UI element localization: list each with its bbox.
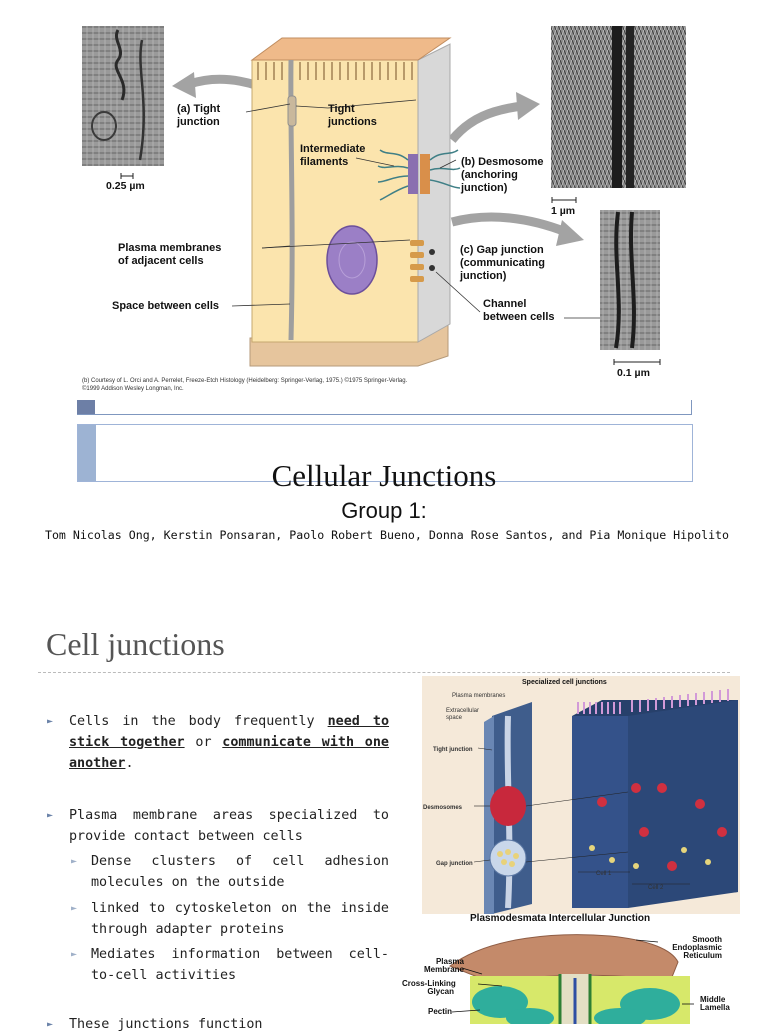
bullet-arrow-icon: ► [47,1019,54,1030]
fig2-label-pectin: Pectin [427,1007,452,1016]
decorative-square [77,400,95,414]
fig1-label-cell1: Cell 1 [596,871,612,877]
slide-cellular-junctions: (a) Tight junction Tight junctions Inter… [44,26,730,542]
sub-bullet-text: Dense clusters of cell adhesion molecule… [91,854,389,890]
scale-label-a: 0.25 µm [106,180,145,192]
sub-bullet-arrow-icon: ► [71,856,78,867]
scale-label-b: 1 µm [551,205,576,217]
epithelial-cell-block [249,37,461,367]
sub-bullet-item: ► Mediates information between cell-to-c… [71,944,389,986]
sub-bullet-text: linked to cytoskeleton on the inside thr… [91,901,389,937]
bullet-item: ► Cells in the body frequently need to s… [47,711,390,774]
decorative-bar [77,400,692,415]
specialized-junctions-figure [422,676,740,914]
bullet-arrow-icon: ► [47,810,54,821]
label-intermediate-filaments: Intermediate filaments [300,143,366,168]
slide-title: Cellular Junctions [271,458,497,493]
gap-junction-channels [410,240,435,282]
fig2-label-glycan: Cross-Linking Glycan [402,979,456,996]
bullet1-emphasis-1: need to stick together [69,714,390,750]
label-tight-junction: (a) Tight junction [177,103,221,128]
sub-bullet-item: ► linked to cytoskeleton on the inside t… [71,898,389,940]
author-list: Tom Nicolas Ong, Kerstin Ponsaran, Paolo… [44,528,730,542]
label-desmosome: (b) Desmosome (anchoring junction) [461,156,544,194]
bullet-arrow-icon: ► [47,716,54,727]
fig1-label-desmosomes: Desmosomes [423,805,463,811]
fig2-title: Plasmodesmata Intercellular Junction [470,913,651,924]
fig1-label-cell2: Cell 2 [648,885,664,891]
bullet2-text: Plasma membrane areas specialized to pro… [69,808,389,844]
label-tight-junctions: Tight junctions [328,103,377,128]
label-channel-between-cells: Channel between cells [483,298,555,323]
fig1-label-tight-junction: Tight junction [433,747,473,753]
bullet3-text: These junctions function [69,1017,263,1032]
title-divider [38,672,730,673]
sub-bullet-arrow-icon: ► [71,903,78,914]
bullet1-emphasis-2: communicate with one another [69,735,389,771]
bullet1-text-mid: or [184,735,223,750]
fig1-label-plasma-membranes: Plasma membranes [452,693,506,699]
figure-credit-line-2: ©1999 Addison Wesley Longman, Inc. [82,386,184,392]
bullet1-text-end: . [125,756,134,771]
label-plasma-membranes: Plasma membranes of adjacent cells [118,242,222,267]
plasmodesmata-figure [448,934,694,1024]
title-box [77,424,693,482]
sub-bullet-item: ► Dense clusters of cell adhesion molecu… [71,851,389,893]
bullet-item: ► Plasma membrane areas specialized to p… [47,805,389,847]
title-box-accent [78,425,96,481]
label-space-between-cells: Space between cells [112,300,219,312]
figure-credit-line-1: (b) Courtesy of L. Orci and A. Perrelet,… [82,378,408,384]
label-gap-junction: (c) Gap junction (communicating junction… [460,244,545,282]
desmosome-plaque [377,149,461,201]
fig1-label-extracellular-space: Extracellular space [446,708,480,721]
fig1-title: Specialized cell junctions [522,679,607,686]
sub-bullet-text: Mediates information between cell-to-cel… [91,947,389,983]
slide2-title: Cell junctions [46,626,225,662]
sub-bullet-arrow-icon: ► [71,949,78,960]
nucleus [326,225,378,295]
bullet-item: ► These junctions function [47,1014,389,1035]
bullet1-text-start: Cells in the body frequently [69,714,328,729]
slide-subtitle: Group 1: [341,498,427,523]
fig2-label-smooth-er: Smooth Endoplasmic Reticulum [672,935,722,960]
scale-label-c: 0.1 µm [617,367,650,379]
fig1-label-gap-junction: Gap junction [436,861,473,867]
fig2-label-middle-lamella: Middle Lamella [700,995,730,1012]
fig2-label-plasma-membrane: Plasma Membrane [423,957,464,974]
cell-junctions-figure [82,26,686,367]
